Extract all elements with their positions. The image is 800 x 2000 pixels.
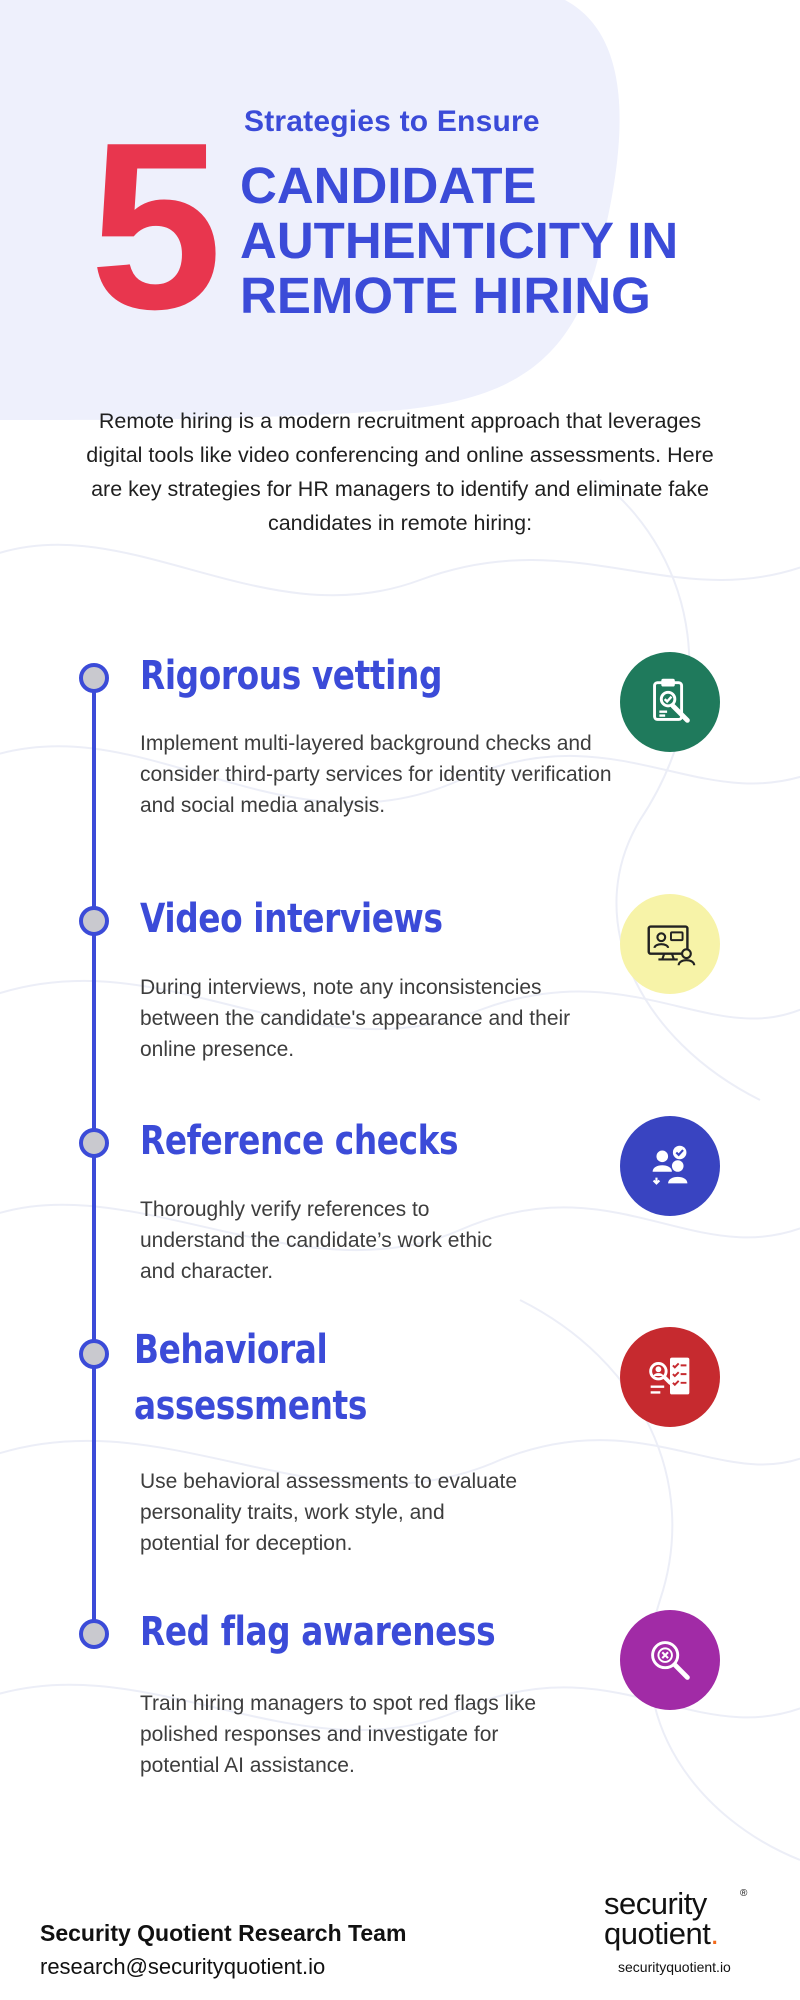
timeline-dot [79, 1339, 109, 1369]
strategy-heading: Reference checks [140, 1118, 459, 1164]
footer-email-link[interactable]: research@securityquotient.io [40, 1954, 326, 1979]
footer-team-name: Security Quotient Research Team [40, 1920, 407, 1946]
subtitle: Strategies to Ensure [244, 105, 540, 138]
verified-people-icon [652, 1145, 688, 1185]
page-title: CANDIDATE AUTHENTICITY IN REMOTE HIRING [240, 157, 679, 324]
magnifier-alert-icon [651, 1641, 690, 1680]
timeline-dot [79, 663, 109, 693]
strategy-description: Implement multi-layered background check… [140, 732, 612, 817]
strategy-heading: Behavioral assessments [134, 1327, 367, 1429]
strategy-heading: Rigorous vetting [140, 653, 443, 699]
logo-dot: . [710, 1916, 719, 1951]
logo-word: quotient [604, 1916, 711, 1951]
strategy-heading: Video interviews [140, 896, 443, 942]
strategy-icon-circle [620, 1327, 720, 1427]
clipboard-check-icon [653, 678, 690, 723]
logo-url[interactable]: securityquotient.io [618, 1959, 731, 1975]
strategy-icon-circle [620, 1610, 720, 1710]
logo-wordmark-line1: security [604, 1886, 707, 1921]
timeline-dot [79, 1619, 109, 1649]
strategy-description: During interviews, note any inconsistenc… [140, 976, 571, 1061]
strategy-icon-circle [620, 652, 720, 752]
strategy-description: Train hiring managers to spot red flags … [140, 1692, 537, 1777]
hero-number: 5 [89, 94, 222, 359]
strategy-description: Thoroughly verify references to understa… [140, 1198, 493, 1283]
logo-wordmark-line2: quotient. [604, 1918, 774, 1950]
video-call-icon [647, 925, 696, 966]
logo-registered-mark: ® [740, 1888, 748, 1899]
intro-paragraph: Remote hiring is a modern recruitment ap… [86, 409, 714, 535]
assessment-checklist-icon [649, 1357, 690, 1395]
strategy-description: Use behavioral assessments to evaluate p… [140, 1470, 518, 1555]
timeline-dot [79, 1128, 109, 1158]
strategy-heading: Red flag awareness [140, 1609, 496, 1655]
strategy-icon-circle [620, 894, 720, 994]
timeline-dot [79, 906, 109, 936]
strategy-icon-circle [620, 1116, 720, 1216]
